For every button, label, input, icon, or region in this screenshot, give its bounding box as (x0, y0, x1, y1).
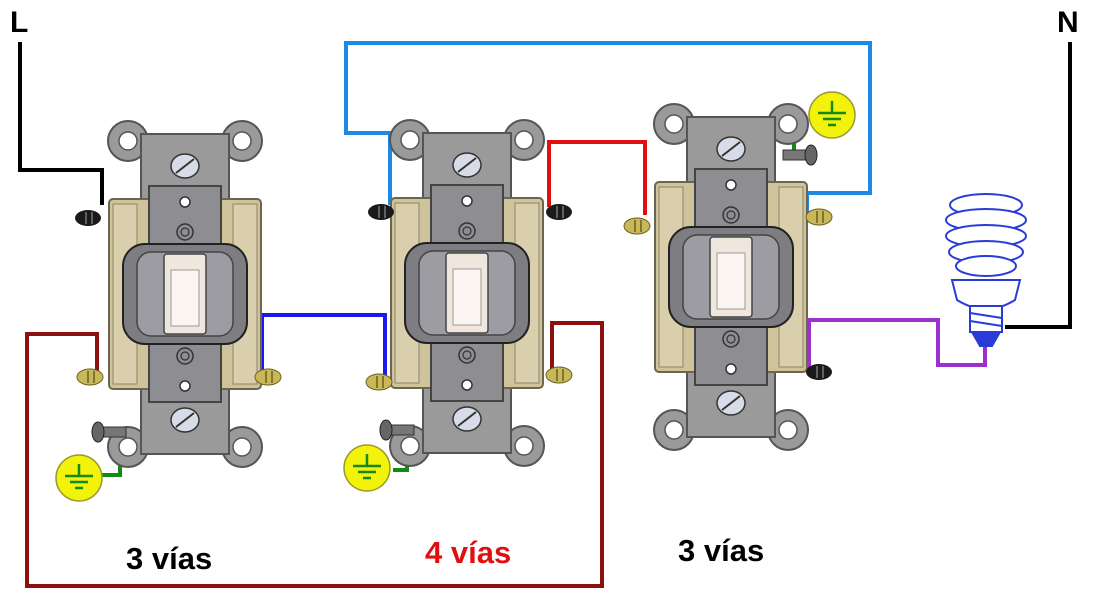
line-terminal-label: L (10, 6, 29, 39)
cfl-bulb-icon (945, 193, 1027, 347)
traveler-wire-top (344, 41, 872, 213)
traveler-wire-maroon (25, 321, 604, 588)
screw-icon (805, 208, 833, 226)
screw-icon (545, 366, 573, 384)
switch-middle-caption: 4 vías (425, 535, 512, 570)
ground-symbol-icon (54, 453, 104, 503)
screw-icon (623, 217, 651, 235)
screw-icon (74, 209, 102, 227)
screw-icon (76, 368, 104, 386)
ground-screw-icon (782, 144, 818, 166)
ground-symbol-icon (342, 443, 392, 493)
screw-icon (367, 203, 395, 221)
switch-right-caption: 3 vías (678, 533, 765, 568)
neutral-terminal-label: N (1057, 6, 1079, 39)
screw-icon (254, 368, 282, 386)
screw-icon (805, 363, 833, 381)
line-wire (18, 42, 104, 205)
neutral-wire (1005, 42, 1072, 329)
traveler-wire-red (547, 140, 647, 215)
screw-icon (545, 203, 573, 221)
switch-4way-middle (389, 119, 545, 467)
screw-icon (365, 373, 393, 391)
ground-symbol-icon (807, 90, 857, 140)
switch-left-caption: 3 vías (126, 541, 213, 576)
load-wire (807, 318, 987, 370)
traveler-wire-blue (260, 313, 387, 375)
switch-3way-left (107, 120, 263, 468)
